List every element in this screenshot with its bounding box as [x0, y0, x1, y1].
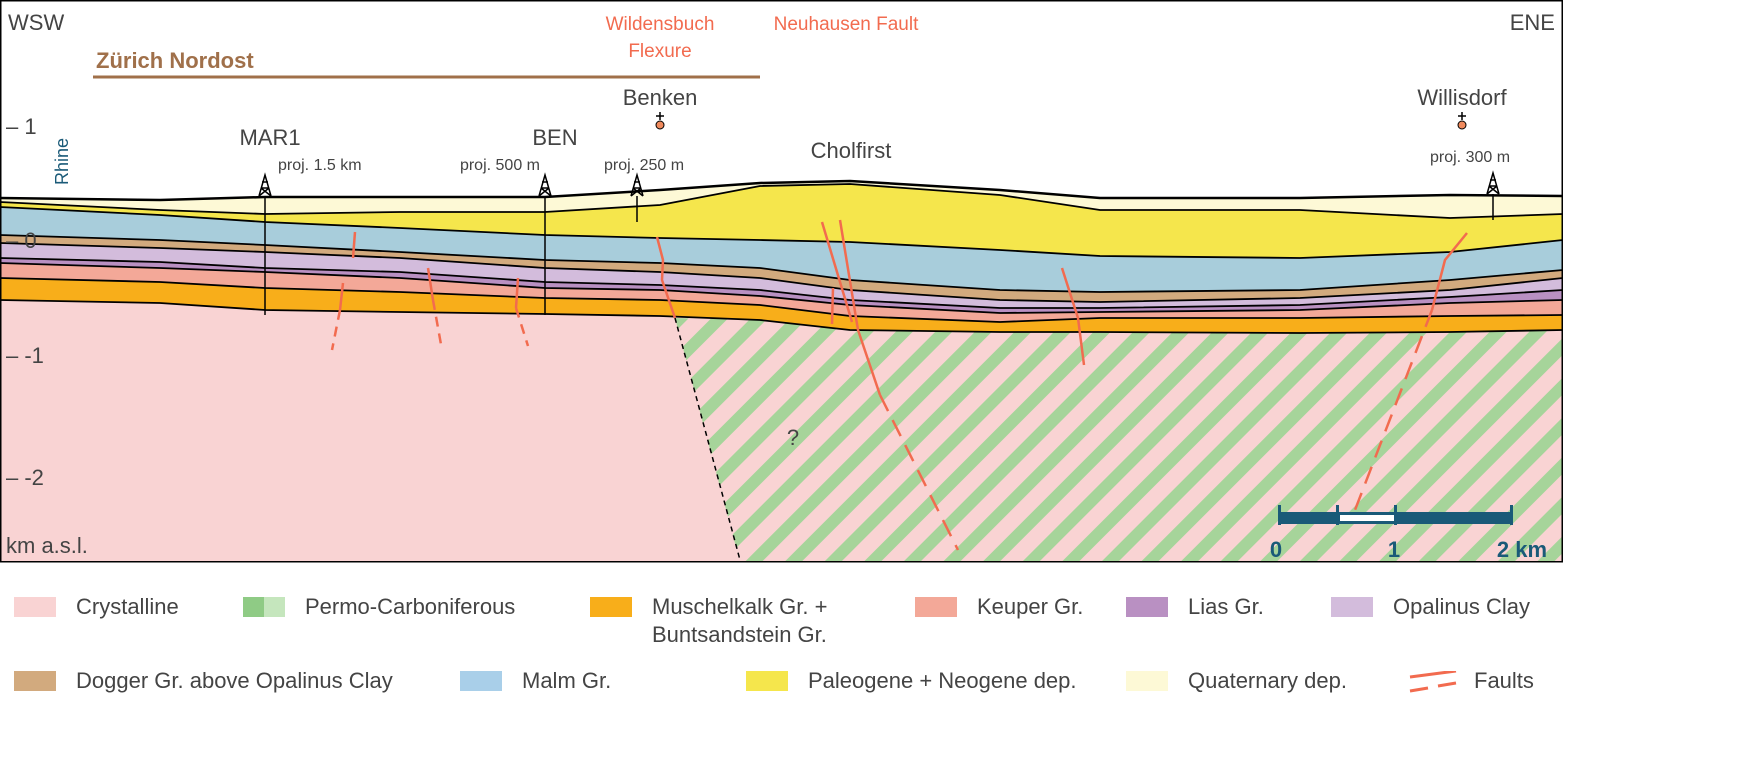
legend-faults: Faults	[1408, 667, 1534, 695]
fault	[1060, 267, 1086, 366]
faults	[330, 219, 1468, 551]
legend-label: Keuper Gr.	[977, 594, 1084, 619]
legend-label: Dogger Gr. above Opalinus Clay	[76, 668, 393, 693]
legend-dogger: Dogger Gr. above Opalinus Clay	[14, 667, 393, 695]
fault	[514, 277, 520, 309]
legend-label: Malm Gr.	[522, 668, 612, 693]
fault	[338, 282, 345, 311]
legend-malm: Malm Gr.	[460, 667, 611, 695]
swatch	[1126, 671, 1168, 691]
legend-label: Lias Gr.	[1188, 594, 1264, 619]
legend-permo-carboniferous: Permo-Carboniferous	[243, 593, 515, 621]
layer-opalinus	[0, 243, 1563, 308]
legend-label: Paleogene + Neogene dep.	[808, 668, 1077, 693]
legend-label: Permo-Carboniferous	[305, 594, 516, 619]
swatch	[746, 671, 788, 691]
y-tick-1: – 1	[6, 114, 37, 139]
legend-paleogene: Paleogene + Neogene dep.	[746, 667, 1077, 695]
borehole-benken-label: Benken	[623, 85, 698, 110]
legend-quaternary: Quaternary dep.	[1126, 667, 1347, 695]
fault	[514, 307, 530, 347]
well-300m	[1486, 170, 1500, 220]
fault-neuhausen-1	[820, 221, 854, 323]
legend-label: Muschelkalk Gr. +Buntsandstein Gr.	[652, 594, 828, 647]
y-axis: – 1 – 0 – -1 – -2 km a.s.l.	[6, 114, 88, 558]
strata-layers	[0, 179, 1563, 562]
orientation-left: WSW	[8, 10, 64, 35]
y-tick-minus-1: – -1	[6, 343, 44, 368]
fault-line-icon	[1409, 671, 1457, 693]
crystalline-boundary	[674, 317, 741, 561]
legend-opalinus: Opalinus Clay	[1331, 593, 1530, 621]
borehole-benken-icon	[655, 112, 665, 130]
y-tick-minus-2: – -2	[6, 465, 44, 490]
frame	[0, 0, 1563, 563]
legend-lias: Lias Gr.	[1126, 593, 1264, 621]
layer-quaternary	[0, 181, 1563, 218]
swatch	[243, 597, 285, 617]
swatch	[1331, 597, 1373, 617]
wells	[258, 170, 1500, 315]
unknown-label: ?	[787, 425, 799, 450]
cholfirst-label: Cholfirst	[811, 138, 892, 163]
well-ben	[538, 172, 552, 315]
fault-willisdorf-dashed	[1353, 309, 1434, 511]
region-label: Zürich Nordost	[96, 48, 254, 73]
fault-wildensbuch	[655, 236, 677, 319]
borehole-willisdorf-label: Willisdorf	[1417, 85, 1507, 110]
scale-label-2: 2 km	[1497, 537, 1547, 562]
scale-bar: 0 1 2 km	[1270, 505, 1547, 562]
y-tick-0: – 0	[6, 228, 37, 253]
well-ben-projection: proj. 500 m	[460, 157, 540, 174]
scale-label-1: 1	[1388, 537, 1400, 562]
axis-unit: km a.s.l.	[6, 533, 88, 558]
cross-section: WSW ENE Zürich Nordost Wildensbuch Flexu…	[0, 0, 1563, 563]
legend-label: Quaternary dep.	[1188, 668, 1347, 693]
legend-label: Faults	[1474, 668, 1534, 693]
legend-muschelkalk: Muschelkalk Gr. +Buntsandstein Gr.	[590, 593, 827, 649]
neuhausen-label: Neuhausen Fault	[774, 14, 919, 35]
swatch	[590, 597, 632, 617]
legend-label: Opalinus Clay	[1393, 594, 1530, 619]
fault	[351, 231, 357, 259]
rhine-label: Rhine	[52, 138, 72, 185]
legend-keuper: Keuper Gr.	[915, 593, 1083, 621]
well-mar1-label: MAR1	[239, 125, 300, 150]
borehole-willisdorf-icon	[1457, 112, 1467, 130]
well-mar1	[258, 172, 272, 315]
well-mar1-projection: proj. 1.5 km	[278, 157, 362, 174]
fault-willisdorf	[1430, 232, 1468, 311]
swatch	[14, 671, 56, 691]
layer-paleogene	[0, 184, 1563, 258]
swatch	[14, 597, 56, 617]
scale-label-0: 0	[1270, 537, 1282, 562]
orientation-right: ENE	[1510, 10, 1555, 35]
legend: Crystalline Permo-Carboniferous Muschelk…	[0, 585, 1763, 782]
swatch	[460, 671, 502, 691]
well-300m-projection: proj. 300 m	[1430, 149, 1510, 166]
swatch	[915, 597, 957, 617]
fault	[330, 309, 342, 351]
swatch	[1126, 597, 1168, 617]
legend-crystalline: Crystalline	[14, 593, 179, 621]
fault-neuhausen-dashed	[878, 394, 960, 551]
fault	[830, 287, 835, 325]
well-ben-label: BEN	[532, 125, 577, 150]
fault-neuhausen-2	[838, 219, 882, 396]
well-250m-projection: proj. 250 m	[604, 157, 684, 174]
fault	[426, 267, 435, 301]
wildensbuch-label: Wildensbuch	[606, 14, 715, 35]
well-250m	[630, 172, 644, 222]
fault	[431, 299, 444, 351]
layer-permo-carboniferous	[675, 318, 1563, 562]
flexure-label: Flexure	[628, 41, 691, 62]
legend-label: Crystalline	[76, 594, 179, 619]
